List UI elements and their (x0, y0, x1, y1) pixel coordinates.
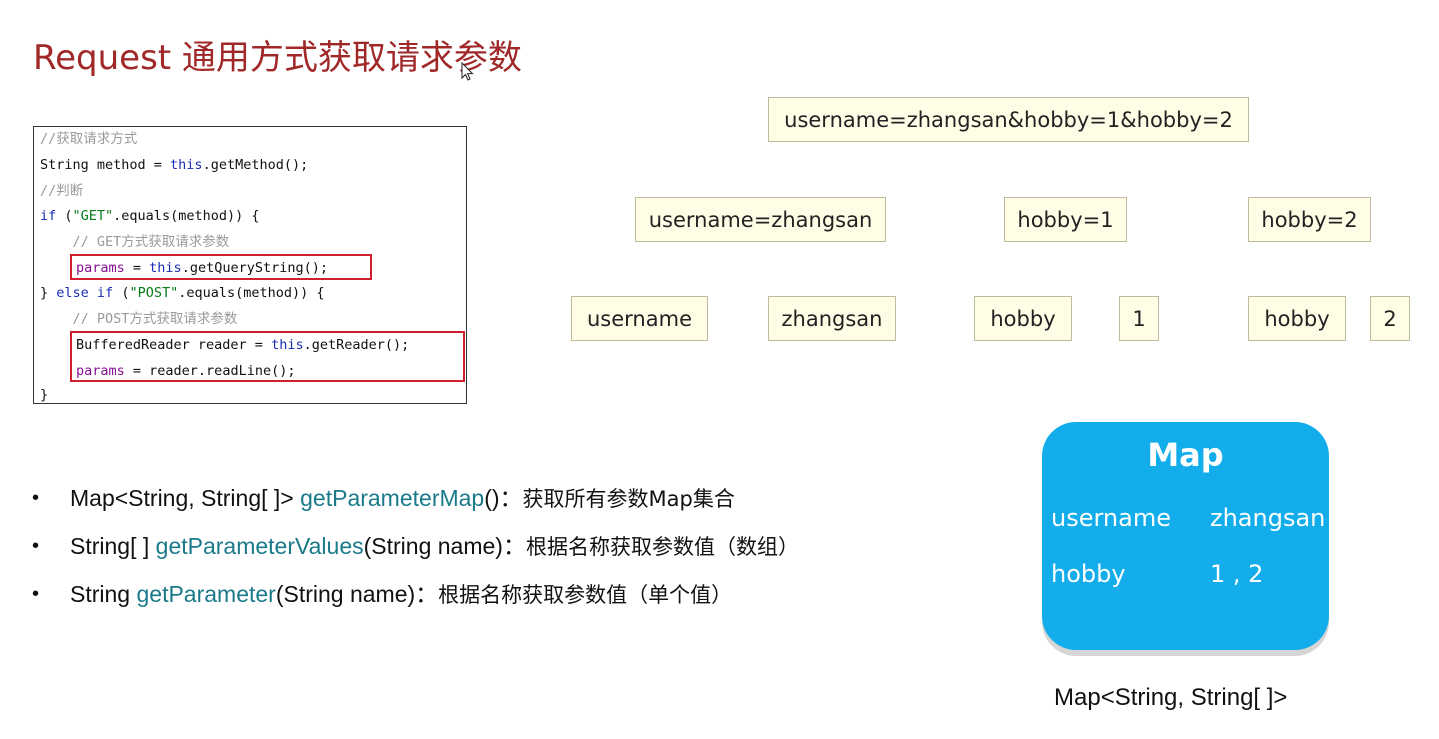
code-keyword: this (149, 260, 182, 276)
api-params: ()： (484, 485, 523, 511)
code-text: .getReader(); (303, 337, 410, 353)
code-comment: // POST方式获取请求参数 (40, 311, 238, 327)
code-text (89, 285, 97, 301)
pair-box: hobby=1 (1004, 197, 1127, 242)
pair-box: hobby=2 (1248, 197, 1371, 242)
api-method-name: getParameterValues (155, 533, 364, 559)
code-text: .getMethod(); (202, 157, 309, 173)
code-line: if ("GET".equals(method)) { (40, 206, 259, 226)
map-key: hobby (1051, 560, 1126, 588)
api-description: 获取所有参数Map集合 (522, 487, 735, 511)
api-item: • Map<String, String[ ]> getParameterMap(… (32, 478, 799, 526)
map-caption: Map<String, String[ ]> (1054, 684, 1288, 711)
code-text: .equals(method)) { (113, 208, 260, 224)
code-text: ( (56, 208, 73, 224)
code-keyword: this (170, 157, 203, 173)
map-value: zhangsan (1210, 504, 1326, 532)
code-text: = reader.readLine(); (124, 363, 296, 379)
api-method-name: getParameter (136, 581, 276, 607)
code-comment: //获取请求方式 (40, 131, 138, 147)
map-card: Map username zhangsan hobby 1 , 2 (1042, 422, 1329, 650)
map-title: Map (1147, 436, 1224, 474)
api-item: • String[ ] getParameterValues(String nam… (32, 526, 799, 574)
api-list: •Map<String, String[ ]> getParameterMap(… (32, 478, 799, 622)
code-string: "GET" (72, 208, 114, 224)
api-signature: String[ ] (70, 533, 156, 559)
code-text: BufferedReader reader = (76, 337, 272, 353)
code-text: .equals(method)) { (178, 285, 325, 301)
post-highlight-box (70, 331, 465, 382)
api-description: 根据名称获取参数值（单个值） (438, 583, 733, 607)
code-text: String method = (40, 157, 171, 173)
code-line: } else if ("POST".equals(method)) { (40, 283, 325, 303)
key-box: hobby (1248, 296, 1346, 341)
code-text: ( (113, 285, 130, 301)
code-variable: params (76, 363, 125, 379)
key-box: hobby (974, 296, 1072, 341)
code-line: String method = this.getMethod(); (40, 155, 308, 175)
code-text: } (40, 285, 57, 301)
page-title: Request 通用方式获取请求参数 (33, 38, 522, 78)
query-string-box: username=zhangsan&hobby=1&hobby=2 (768, 97, 1249, 142)
api-method-name: getParameterMap (300, 485, 485, 511)
get-highlight-box (70, 254, 372, 280)
code-keyword: if (96, 285, 114, 301)
api-params: (String name)： (275, 581, 439, 607)
code-block: //获取请求方式 String method = this.getMethod(… (33, 126, 467, 404)
bullet: • (32, 535, 40, 557)
key-box: username (571, 296, 708, 341)
code-comment: // GET方式获取请求参数 (40, 234, 230, 250)
code-comment: //判断 (40, 183, 84, 199)
code-string: "POST" (129, 285, 179, 301)
code-text: = (124, 260, 150, 276)
code-line: params = reader.readLine(); (76, 361, 295, 381)
api-item: • String getParameter(String name)：根据名称获取… (32, 574, 799, 622)
code-line: BufferedReader reader = this.getReader()… (76, 335, 409, 355)
code-line: params = this.getQueryString(); (76, 258, 328, 278)
code-keyword: if (40, 208, 57, 224)
api-description: 根据名称获取参数值（数组） (525, 535, 799, 559)
value-box: zhangsan (768, 296, 896, 341)
map-key: username (1051, 504, 1171, 532)
bullet: • (32, 583, 40, 605)
pair-box: username=zhangsan (635, 197, 886, 242)
code-keyword: else (56, 285, 89, 301)
bullet: • (32, 487, 40, 509)
code-line: } (40, 387, 49, 403)
value-box: 2 (1370, 296, 1410, 341)
code-variable: params (76, 260, 125, 276)
code-keyword: this (271, 337, 304, 353)
api-params: (String name)： (363, 533, 526, 559)
mouse-pointer-icon (461, 62, 474, 81)
api-signature: String (70, 581, 137, 607)
code-text: .getQueryString(); (181, 260, 328, 276)
api-signature: Map<String, String[ ]> (70, 485, 301, 511)
value-box: 1 (1119, 296, 1159, 341)
map-value: 1 , 2 (1210, 560, 1264, 588)
